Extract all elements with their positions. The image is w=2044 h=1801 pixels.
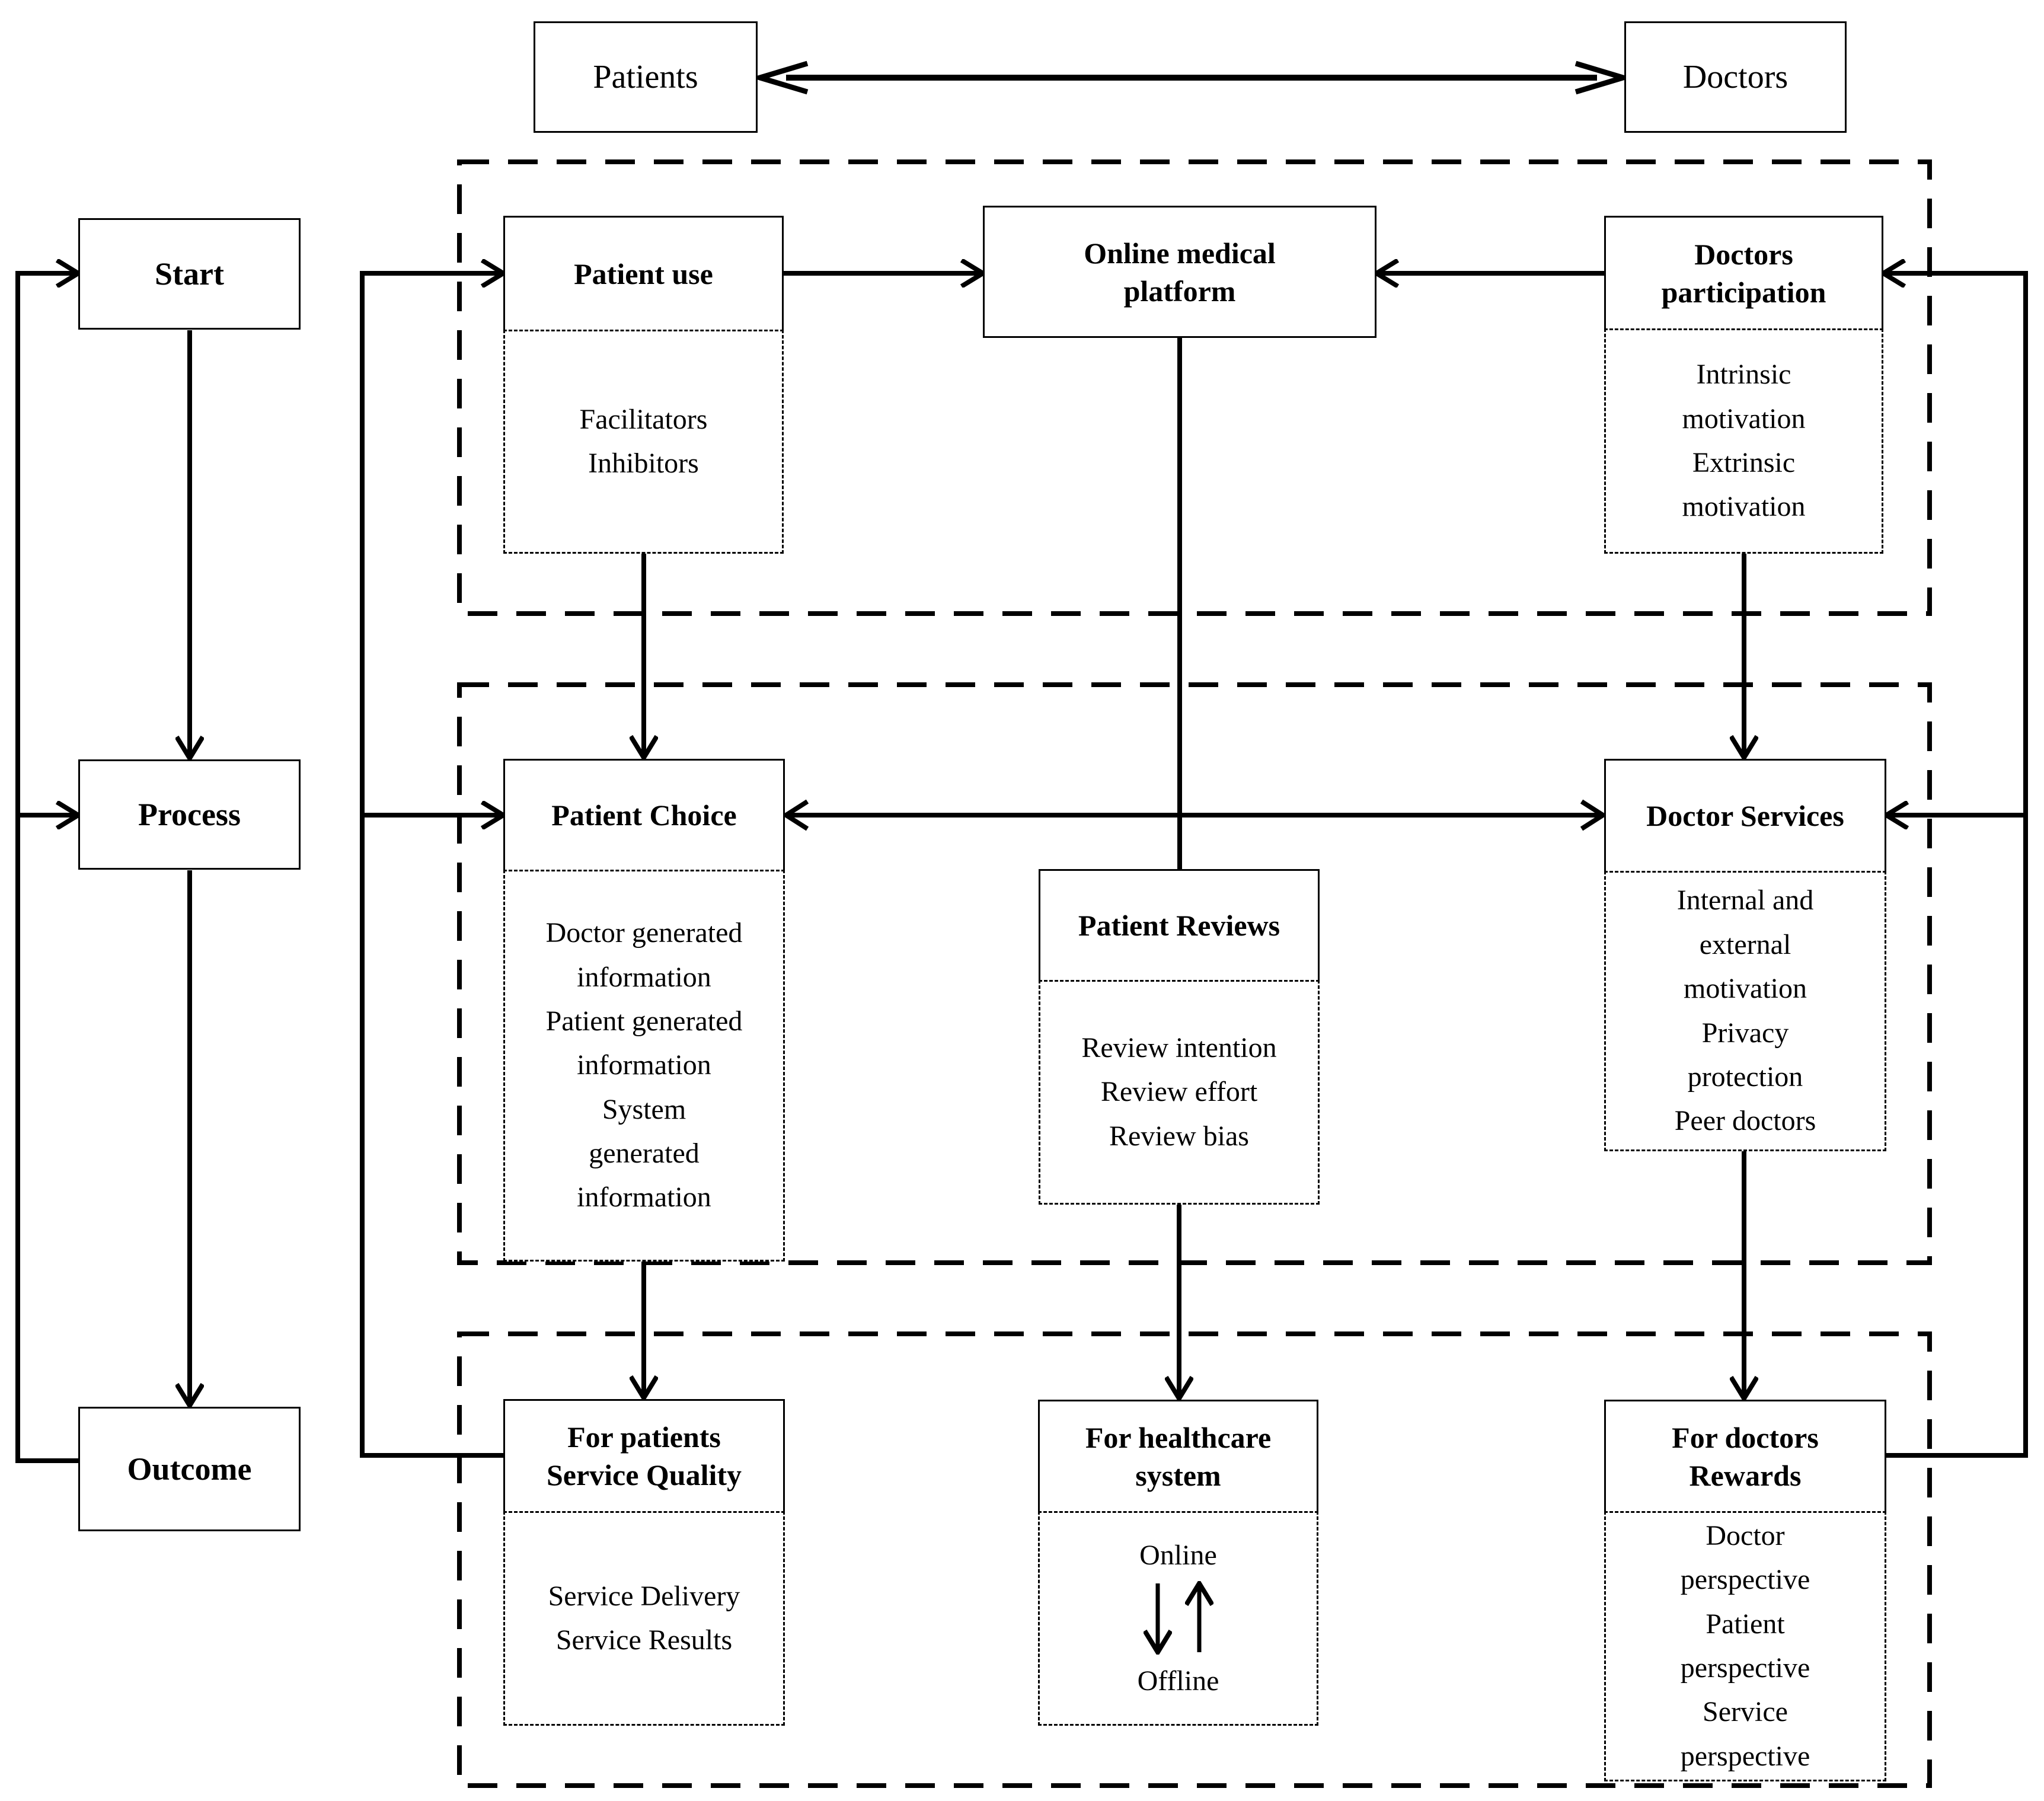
for-doctors-details: Doctor perspective Patient perspective S… [1680,1519,1810,1772]
feedback-line-for-doctors [1883,273,2028,1458]
patients-box: Patients [534,21,758,133]
for-healthcare-title: For healthcare system [1085,1420,1272,1492]
doctors-participation-box: Doctors participation [1604,216,1883,328]
patient-use-details: Facilitators Inhibitors [579,403,708,479]
for-doctors-details-box: Doctor perspective Patient perspective S… [1604,1511,1886,1781]
doctor-services-details-box: Internal and external motivation Privacy… [1604,871,1886,1151]
offline-label: Offline [1137,1665,1219,1697]
dashed-container-use-stage [457,159,1932,616]
for-patients-details: Service Delivery Service Results [548,1580,740,1656]
patient-reviews-box: Patient Reviews [1039,869,1320,980]
doctors-label: Doctors [1682,59,1788,95]
patient-choice-details-box: Doctor generated information Patient gen… [503,870,785,1262]
patient-reviews-title: Patient Reviews [1078,909,1280,942]
outcome-label: Outcome [127,1451,252,1487]
doctor-services-title: Doctor Services [1646,799,1844,832]
doctors-box: Doctors [1624,21,1847,133]
online-medical-platform-box: Online medical platform [983,206,1376,338]
doctors-participation-details: Intrinsic motivation Extrinsic motivatio… [1682,359,1806,523]
outcome-box: Outcome [78,1407,301,1531]
doctors-participation-title: Doctors participation [1661,237,1826,309]
patient-reviews-details-box: Review intention Review effort Review bi… [1039,980,1320,1205]
patient-choice-title: Patient Choice [551,799,737,832]
doctor-services-box: Doctor Services [1604,759,1886,871]
start-label: Start [155,256,224,292]
for-healthcare-box: For healthcare system [1038,1400,1318,1511]
for-patients-title: For patients Service Quality [546,1420,742,1492]
patient-choice-box: Patient Choice [503,759,785,870]
for-doctors-box: For doctors Rewards [1604,1400,1886,1511]
process-label: Process [138,797,241,832]
feedback-line-for-patients [360,273,503,1458]
start-box: Start [78,218,301,330]
arrow-patients-doctors [750,60,1633,95]
patient-choice-details: Doctor generated information Patient gen… [545,917,743,1214]
process-box: Process [78,759,301,870]
for-healthcare-details-box: Online Offline [1038,1511,1318,1726]
online-label: Online [1139,1539,1217,1571]
dashed-container-outcome-stage [457,1331,1932,1788]
patients-label: Patients [593,59,698,95]
patient-reviews-details: Review intention Review effort Review bi… [1081,1032,1277,1152]
for-patients-details-box: Service Delivery Service Results [503,1511,785,1726]
online-offline-arrows-icon [1119,1580,1238,1657]
doctor-services-details: Internal and external motivation Privacy… [1674,884,1816,1137]
patient-use-title: Patient use [574,257,713,290]
arrow-patient-choice-doctor-services [781,799,1608,831]
dashed-container-process-stage [457,682,1932,1265]
doctors-participation-details-box: Intrinsic motivation Extrinsic motivatio… [1604,328,1883,554]
feedback-line-outcome [15,273,78,1463]
patient-use-details-box: Facilitators Inhibitors [503,330,784,554]
patient-use-box: Patient use [503,216,784,330]
online-medical-platform-title: Online medical platform [1084,236,1276,308]
for-patients-box: For patients Service Quality [503,1399,785,1511]
for-doctors-title: For doctors Rewards [1672,1420,1819,1492]
